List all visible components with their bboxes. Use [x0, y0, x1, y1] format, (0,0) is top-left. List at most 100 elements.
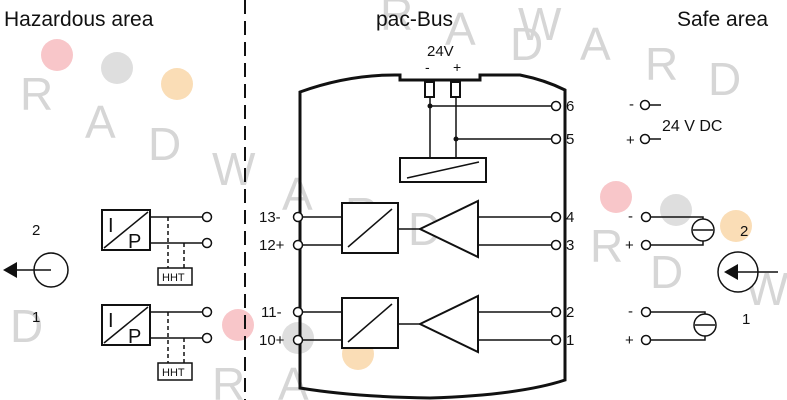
watermark-letter: D	[510, 18, 543, 70]
bus-fuse-plus	[450, 81, 461, 98]
terminal-label: 11-	[261, 304, 282, 321]
terminal-1	[550, 334, 562, 346]
watermark-letter: D	[10, 300, 43, 352]
bus-minus-label: -	[425, 59, 430, 75]
terminal-label: 3	[566, 237, 574, 254]
dc-minus-label: -	[629, 96, 634, 113]
watermark-dot	[41, 39, 73, 71]
safe-minus-label: -	[628, 208, 633, 225]
hazardous-signal-indicator: 2 1	[3, 222, 69, 326]
watermark-letter: A	[580, 18, 611, 70]
transmitter-letter-i: I	[108, 215, 114, 237]
safe-channel-bottom: - + 1	[625, 303, 750, 349]
terminal-3	[550, 239, 562, 251]
junction-dot	[453, 136, 459, 142]
converter-slash	[406, 161, 480, 179]
safe-minus-label: -	[628, 303, 633, 320]
dc-supply: - + 24 V DC	[626, 96, 722, 149]
terminal-6	[550, 100, 562, 112]
dc-plus-label: +	[626, 132, 635, 149]
terminal-10	[292, 334, 304, 346]
hht-box	[157, 267, 193, 286]
watermark-letter: D	[148, 118, 181, 170]
internal-power-wiring	[429, 97, 552, 158]
watermark-dot	[720, 210, 752, 242]
transmitter-letter-p: P	[128, 231, 141, 253]
watermark-letter: D	[708, 53, 741, 105]
hazardous-area-heading: Hazardous area	[4, 8, 154, 31]
watermark-dot	[600, 181, 632, 213]
dc-plus-terminal	[639, 133, 651, 145]
field-terminal	[201, 237, 213, 249]
safe-plus-label: +	[625, 237, 634, 254]
field-terminal	[201, 306, 213, 318]
terminal-11	[292, 306, 304, 318]
right-terminals: 6 5 4 3 2 1	[550, 98, 574, 349]
amplifier-symbol	[417, 199, 479, 259]
terminal-label: 5	[566, 131, 574, 148]
watermark-dot	[660, 194, 692, 226]
terminal-label: 13-	[259, 209, 281, 226]
watermark-dot	[101, 52, 133, 84]
watermark-letter: A	[445, 3, 476, 55]
transmitter-slash	[103, 211, 149, 249]
safe-device-label: 1	[742, 311, 750, 328]
wire	[651, 311, 706, 315]
signal-arrow-icon	[724, 264, 738, 280]
isolator-slash	[347, 208, 393, 248]
watermark-letter: A	[282, 168, 313, 220]
transmitter-letter-p: P	[128, 326, 141, 348]
safe-channel-top: - + 2	[625, 208, 748, 254]
watermark-letter: R	[645, 38, 678, 90]
wire	[651, 240, 704, 246]
terminal-4	[550, 211, 562, 223]
watermark-letter: W	[212, 143, 256, 195]
watermark-letter: A	[278, 358, 309, 400]
transmitter-top: I P HHT	[101, 209, 213, 286]
hht-label: HHT	[162, 272, 185, 284]
channel-1	[302, 199, 552, 259]
dc-minus-terminal	[639, 99, 651, 111]
bus-plus-label: +	[453, 59, 461, 75]
wire	[651, 336, 706, 341]
signal-arrow-icon	[3, 262, 17, 278]
terminal-label: 10+	[259, 332, 285, 349]
dc-voltage-label: 24 V DC	[662, 118, 722, 135]
safe-terminal	[640, 211, 652, 223]
terminal-label: 6	[566, 98, 574, 115]
hazardous-device-label: 2	[32, 222, 40, 239]
terminal-13	[292, 211, 304, 223]
isolator-slash	[347, 303, 393, 343]
junction-dot	[427, 103, 433, 109]
hht-label: HHT	[162, 367, 185, 379]
bus-fuse-minus	[424, 81, 435, 98]
safe-terminal	[640, 334, 652, 346]
safe-device-label: 2	[740, 223, 748, 240]
watermark-letter: D	[650, 246, 683, 298]
safe-signal-indicator	[717, 251, 778, 293]
watermark-letter: A	[85, 96, 116, 148]
transmitter-letter-i: I	[108, 310, 114, 332]
watermark-dot	[222, 309, 254, 341]
terminal-12	[292, 239, 304, 251]
watermark-letter: R	[212, 358, 245, 400]
pac-bus-heading: pac-Bus	[376, 8, 453, 31]
hht-box	[157, 362, 193, 381]
transmitter-slash	[103, 306, 149, 344]
watermark-letter: R	[380, 0, 413, 40]
field-terminal	[201, 211, 213, 223]
watermark-letter: W	[518, 0, 562, 50]
channel-2	[302, 294, 552, 354]
watermark-letter: R	[590, 220, 623, 272]
watermark-letter: R	[20, 68, 53, 120]
terminal-5	[550, 133, 562, 145]
bus-voltage-label: 24V	[427, 43, 454, 60]
safe-area-heading: Safe area	[677, 8, 768, 31]
terminal-2	[550, 306, 562, 318]
watermark-dot	[161, 68, 193, 100]
terminal-label: 2	[566, 304, 574, 321]
terminal-label: 12+	[259, 237, 285, 254]
transmitter-bottom: I P HHT	[101, 304, 213, 381]
terminal-label: 4	[566, 209, 574, 226]
